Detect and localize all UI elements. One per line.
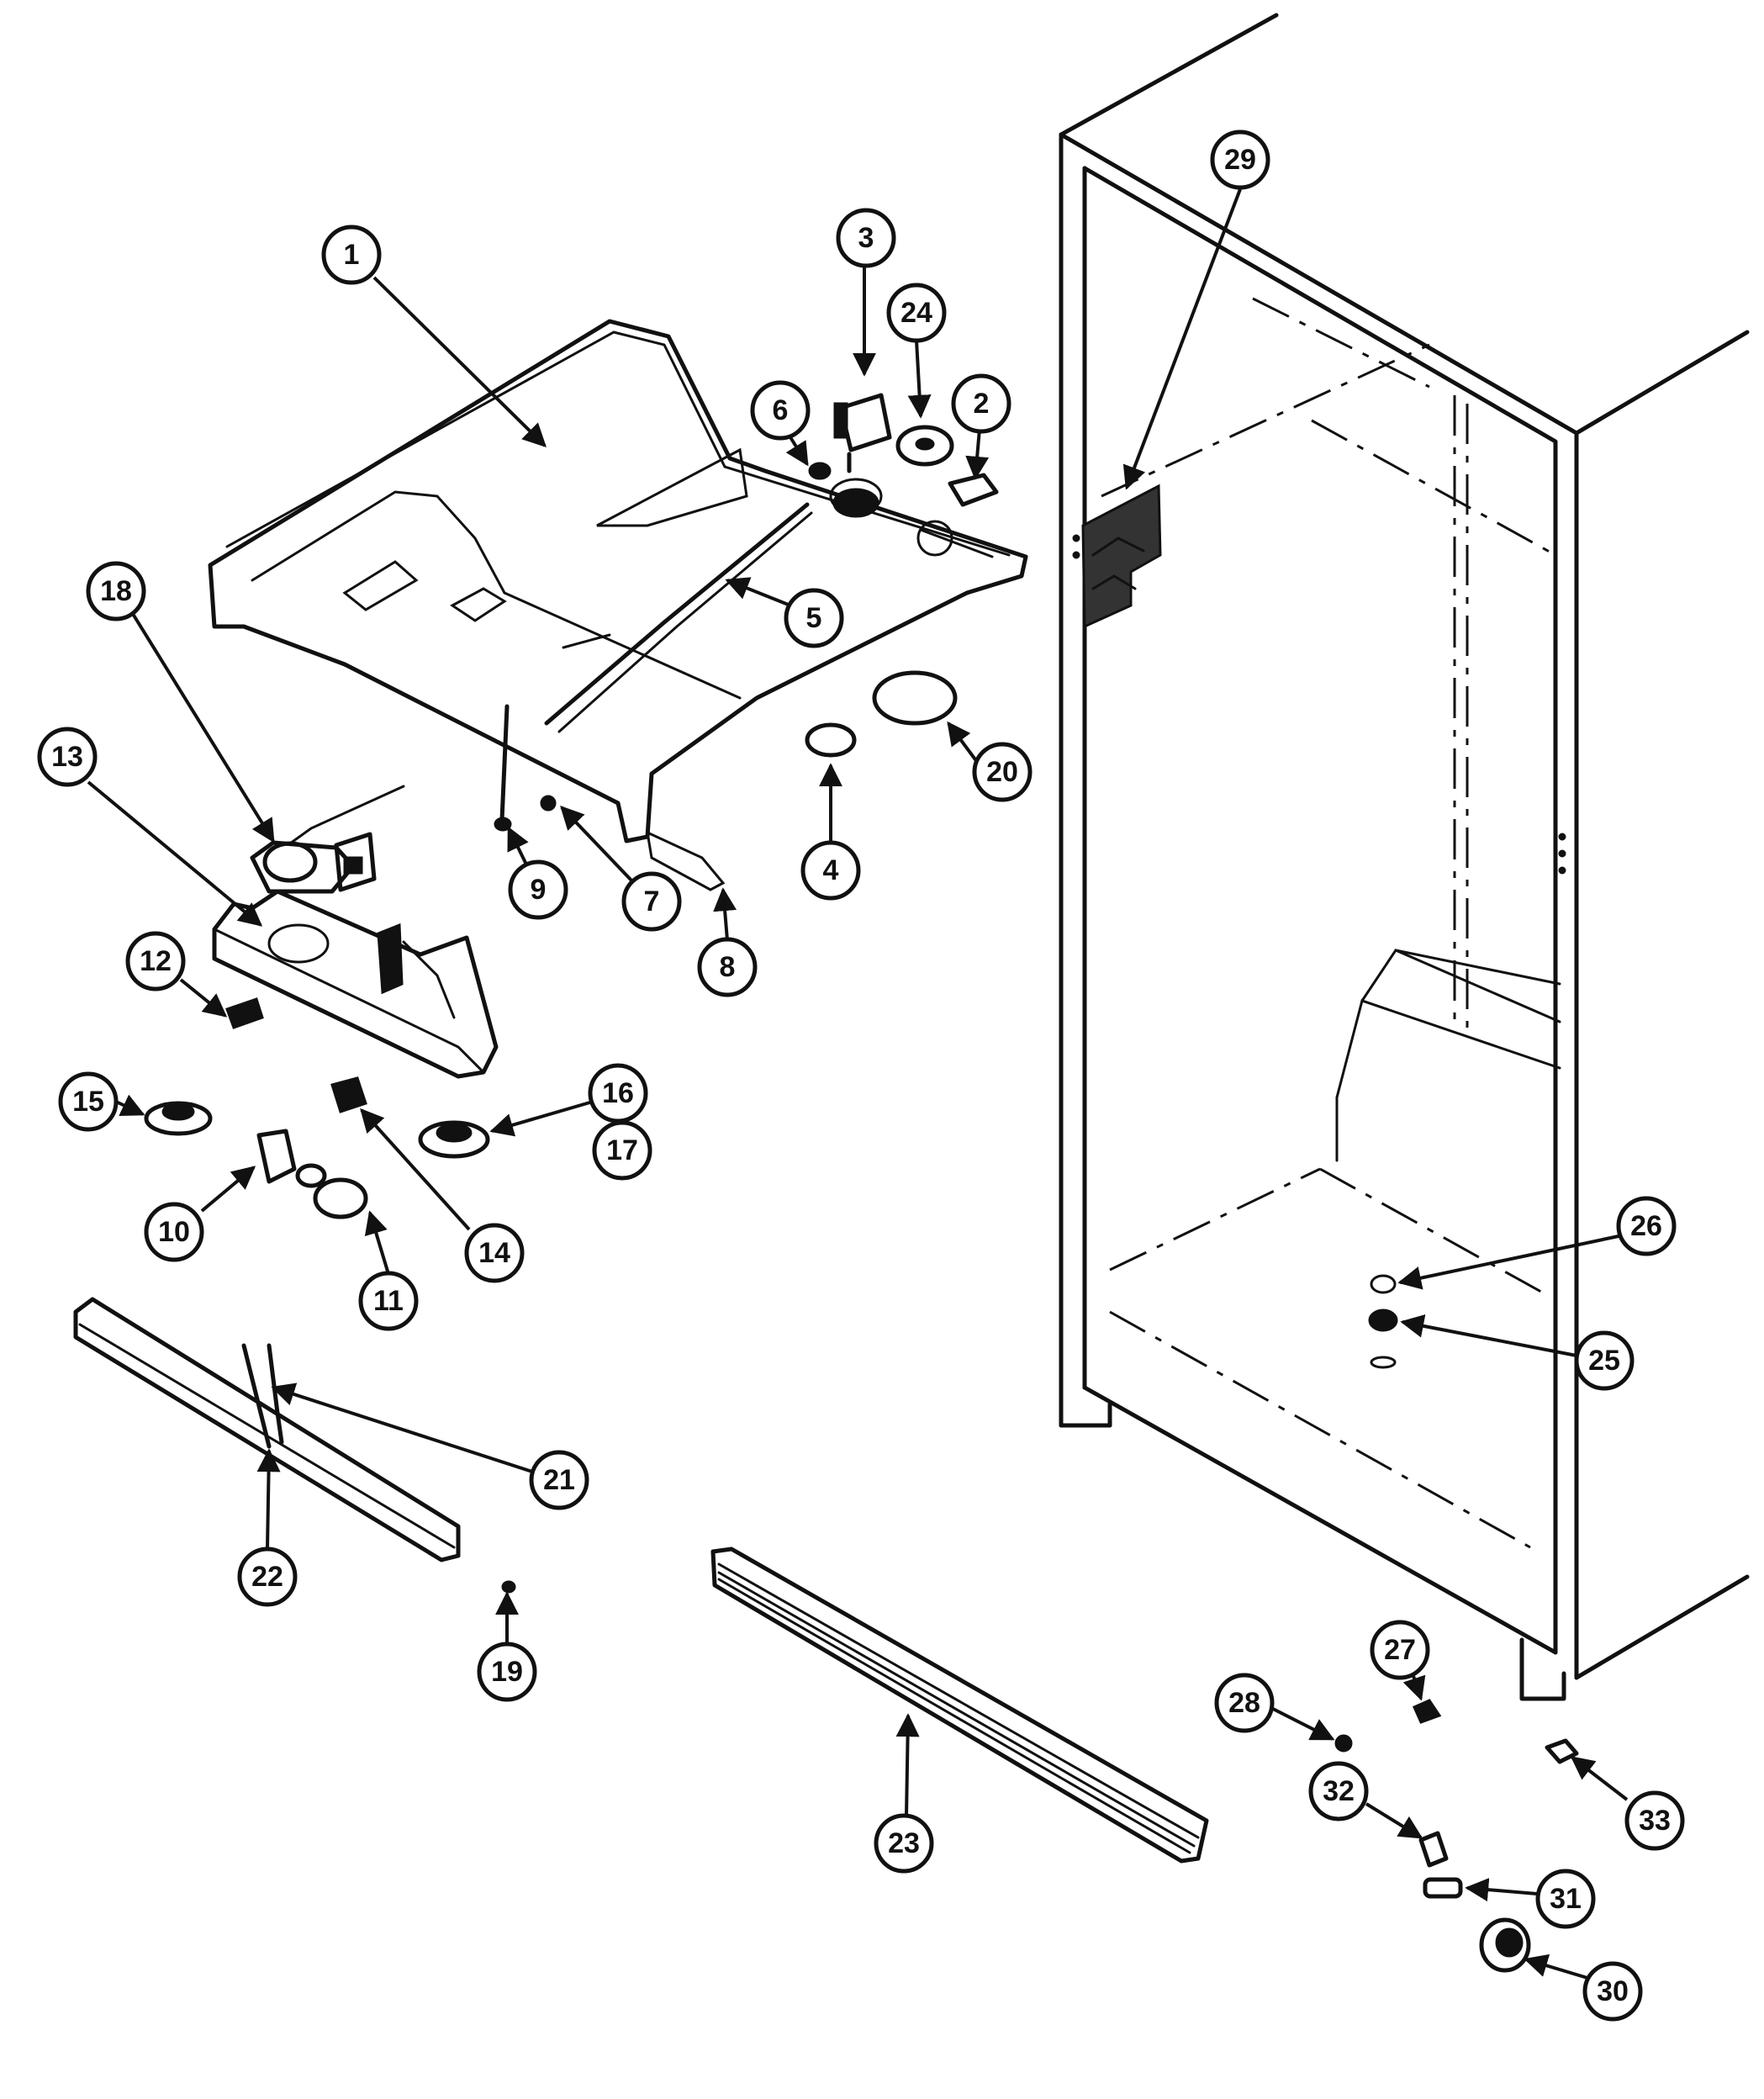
callout-12: 12 [125,931,186,991]
callout-label: 32 [1323,1775,1355,1807]
callout-3: 3 [836,208,896,268]
callout-label: 12 [140,945,172,977]
callout-29: 29 [1210,130,1270,190]
callout-label: 9 [531,874,547,906]
callout-9: 9 [508,859,568,920]
callout-16: 16 [588,1063,648,1124]
callout-13: 13 [37,727,98,787]
callout-label: 29 [1224,144,1256,176]
door-hinge-hardware [1334,1699,1579,1973]
callout-17: 17 [592,1120,652,1181]
callout-28: 28 [1214,1673,1275,1733]
callout-label: 19 [491,1656,523,1688]
callout-label: 25 [1588,1345,1620,1377]
refrigerator-cabinet [1059,13,1750,1701]
callout-4: 4 [800,840,861,901]
callout-11: 11 [358,1271,419,1331]
callout-label: 23 [888,1827,920,1859]
callout-label: 8 [720,951,736,983]
callout-label: 10 [158,1216,190,1248]
callout-label: 7 [644,886,660,917]
callout-33: 33 [1624,1790,1685,1851]
callout-label: 33 [1639,1805,1671,1837]
callout-23: 23 [874,1813,934,1874]
callout-21: 21 [529,1450,589,1510]
callout-19: 19 [477,1642,537,1702]
callout-label: 4 [823,854,839,886]
control-cover-assembly [208,319,1028,891]
callout-25: 25 [1574,1330,1635,1391]
callout-label: 15 [72,1086,104,1118]
callout-label: 13 [51,741,83,773]
callout-label: 31 [1550,1883,1582,1915]
light-housing-assembly [144,785,499,1219]
callout-leaders [87,188,1629,1980]
callout-label: 6 [773,394,789,426]
callout-bubbles: 1 2 3 4 5 6 7 8 9 10 11 12 13 14 15 16 1… [37,130,1685,2022]
callout-label: 16 [602,1077,634,1109]
callout-label: 28 [1228,1687,1260,1719]
callout-label: 20 [986,756,1018,788]
callout-label: 24 [900,297,932,329]
callout-label: 5 [806,602,822,634]
kick-plate-grille [710,1546,1209,1864]
callout-label: 26 [1630,1210,1662,1242]
callout-label: 21 [543,1464,575,1496]
callout-32: 32 [1308,1761,1369,1821]
callout-15: 15 [58,1071,119,1132]
callout-27: 27 [1370,1620,1430,1680]
callout-26: 26 [1616,1196,1677,1256]
callout-label: 18 [100,575,132,607]
callout-8: 8 [697,937,758,997]
callout-20: 20 [972,742,1033,802]
callout-24: 24 [886,283,947,343]
callout-label: 14 [478,1237,510,1269]
callout-7: 7 [621,871,682,932]
callout-1: 1 [321,225,382,285]
callout-label: 27 [1384,1634,1416,1666]
callout-label: 17 [606,1134,638,1166]
callout-10: 10 [144,1202,204,1262]
callout-label: 3 [858,222,874,254]
callout-label: 22 [251,1561,283,1593]
callout-label: 11 [373,1285,404,1317]
callout-6: 6 [750,380,811,441]
callout-31: 31 [1535,1869,1596,1929]
callout-label: 2 [974,388,990,420]
callout-22: 22 [237,1546,298,1607]
callout-label: 30 [1597,1975,1629,2007]
callout-5: 5 [784,588,844,648]
front-trim-bar [73,1297,516,1594]
callout-18: 18 [86,561,146,621]
callout-2: 2 [951,373,1011,434]
callout-30: 30 [1582,1961,1643,2022]
callout-14: 14 [464,1223,525,1283]
callout-label: 1 [344,239,360,271]
